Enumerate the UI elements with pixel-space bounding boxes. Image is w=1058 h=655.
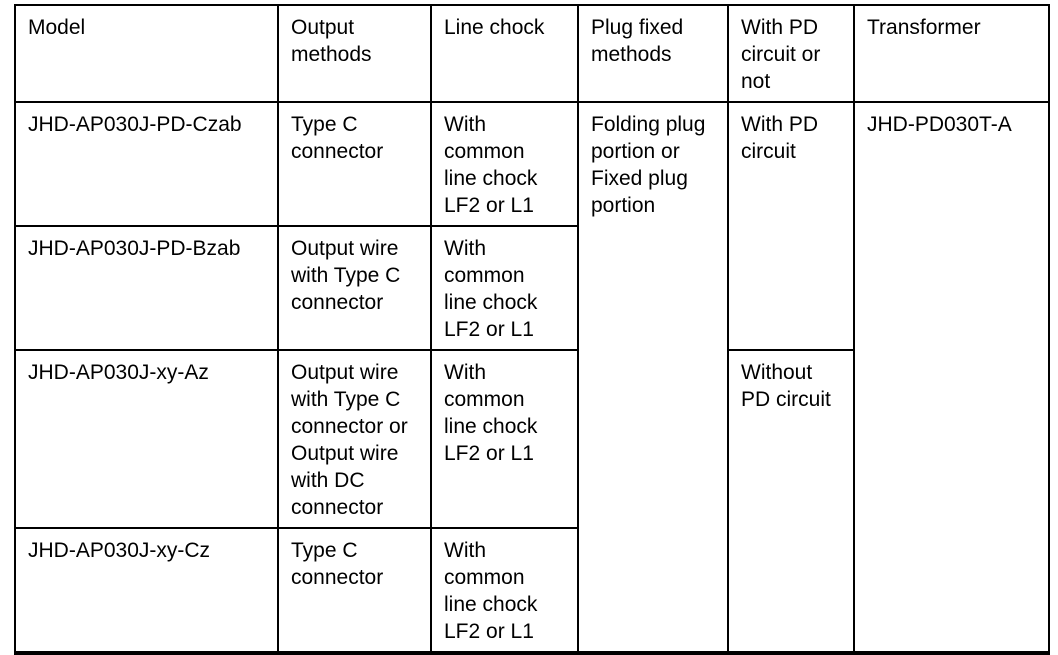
col-header-model: Model	[14, 4, 279, 103]
cell-model-row3: JHD-AP030J-xy-Az	[14, 349, 279, 529]
cell-with-pd-circuit-merged: With PD circuit	[727, 101, 855, 351]
cell-line-chock-row4: With common line chock LF2 or L1	[430, 527, 579, 654]
cell-output-methods-row1: Type C connector	[277, 101, 432, 227]
col-header-line-chock: Line chock	[430, 4, 579, 103]
col-header-output-methods: Output methods	[277, 4, 432, 103]
col-header-transformer: Transformer	[853, 4, 1050, 103]
cell-output-methods-row2: Output wire with Type C connector	[277, 225, 432, 351]
cell-model-row1: JHD-AP030J-PD-Czab	[14, 101, 279, 227]
col-header-pd-circuit: With PD circuit or not	[727, 4, 855, 103]
product-spec-table: Model Output methods Line chock Plug fix…	[14, 4, 1050, 655]
cell-line-chock-row1: With common line chock LF2 or L1	[430, 101, 579, 227]
cell-model-row2: JHD-AP030J-PD-Bzab	[14, 225, 279, 351]
cell-transformer-merged: JHD-PD030T-A	[853, 101, 1050, 654]
table-row-4: JHD-AP030J-xy-Cz Type C connector With c…	[14, 527, 1049, 654]
header-row: Model Output methods Line chock Plug fix…	[14, 4, 1050, 103]
cell-without-pd-circuit-merged: Without PD circuit	[727, 349, 855, 654]
table-row-1: JHD-AP030J-PD-Czab Type C connector With…	[14, 101, 1050, 654]
table-row-2: JHD-AP030J-PD-Bzab Output wire with Type…	[14, 225, 1049, 351]
cell-line-chock-row3: With common line chock LF2 or L1	[430, 349, 579, 529]
cell-model-row4: JHD-AP030J-xy-Cz	[14, 527, 279, 654]
cell-line-chock-row2: With common line chock LF2 or L1	[430, 225, 579, 351]
cell-output-methods-row4: Type C connector	[277, 527, 432, 654]
col-header-plug-fixed-methods: Plug fixed methods	[577, 4, 729, 103]
cell-plug-fixed-merged: Folding plug portion or Fixed plug porti…	[577, 101, 729, 654]
cell-output-methods-row3: Output wire with Type C connector or Out…	[277, 349, 432, 529]
